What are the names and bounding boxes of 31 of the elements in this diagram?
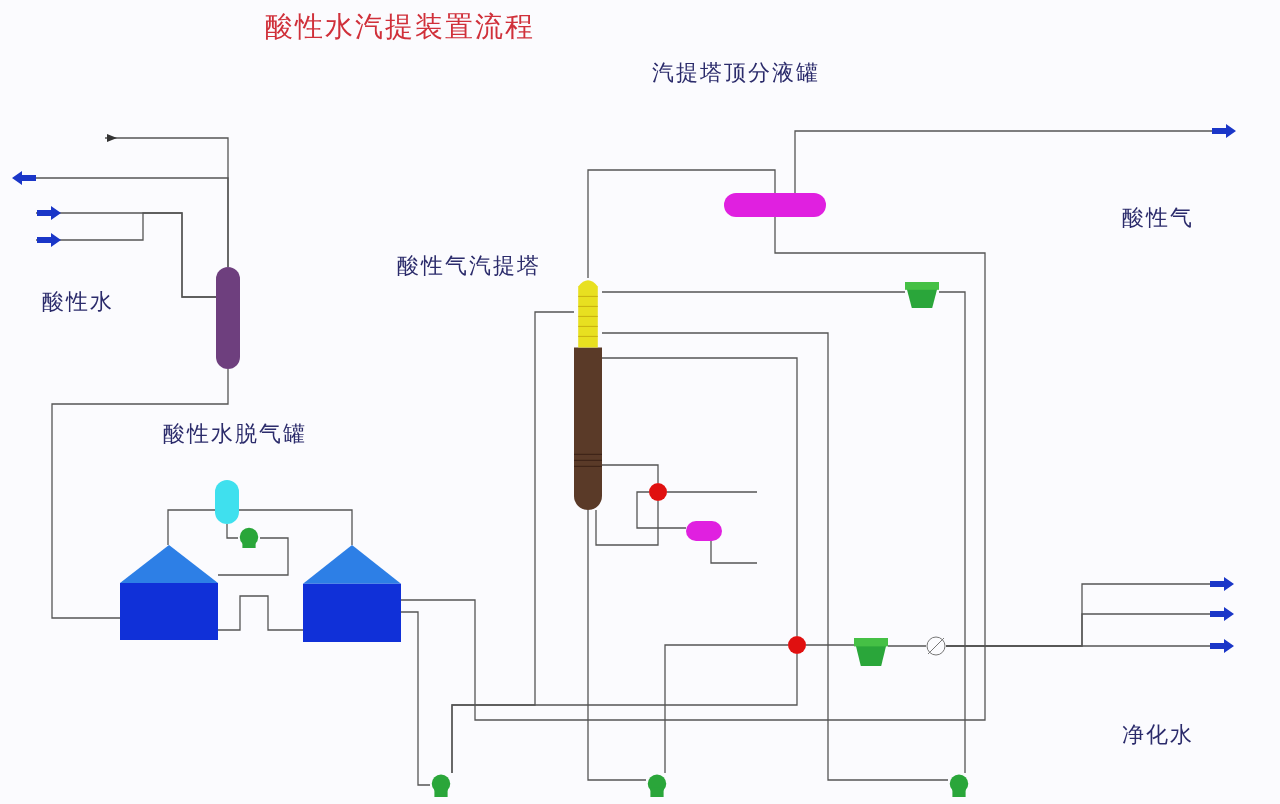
pipe-line	[938, 291, 966, 774]
pipe-line	[400, 216, 986, 721]
equipment-label: 净化水	[1122, 721, 1194, 749]
pipe-line	[51, 368, 229, 619]
flow-arrow	[104, 134, 229, 268]
pipe-line	[601, 357, 798, 637]
pipe-line	[710, 540, 758, 564]
pipe-line	[664, 644, 789, 774]
pipe-line	[595, 500, 659, 546]
pipe-line	[887, 645, 927, 647]
pipe-line	[167, 509, 216, 546]
pipe-line	[601, 291, 906, 293]
equipment-label: 酸性气	[1122, 204, 1194, 232]
equipment-label: 酸性气汽提塔	[397, 252, 541, 280]
equipment-label: 酸性水	[42, 288, 114, 316]
pipe-line	[601, 332, 949, 781]
pipe-line	[451, 311, 575, 774]
pipe-line	[400, 611, 431, 786]
pipe-line	[666, 491, 758, 493]
pipe-line	[587, 169, 776, 279]
pipe-line	[238, 509, 353, 546]
pipe-line	[226, 523, 239, 539]
pipe-line	[636, 491, 687, 529]
pipe-line	[217, 537, 289, 576]
equipment-label: 汽提塔顶分液罐	[652, 59, 820, 87]
pipe-line	[601, 464, 659, 484]
diagram-title: 酸性水汽提装置流程	[265, 9, 535, 45]
equipment-label: 酸性水脱气罐	[163, 420, 307, 448]
pipe-line	[217, 595, 304, 631]
pipe-line	[587, 509, 647, 781]
pipe-line	[805, 644, 855, 646]
